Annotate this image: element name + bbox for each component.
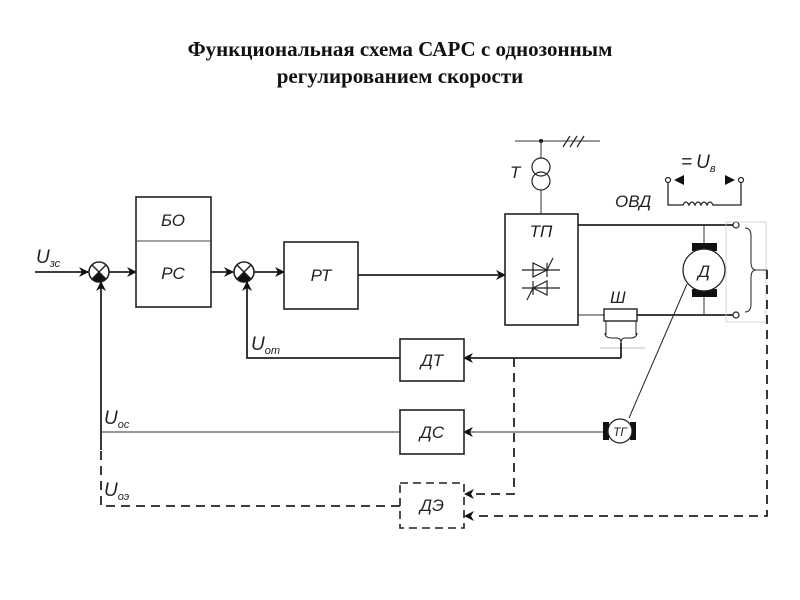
shunt-brace: [604, 332, 638, 344]
summing-junction-2: [233, 261, 255, 283]
dashed-line-voltage-to-de: [473, 270, 768, 517]
title-line-1: Функциональная схема САРС с однозонным: [187, 37, 613, 61]
diagram-title: Функциональная схема САРС с однозонным р…: [0, 36, 800, 90]
field-arrow-right: [725, 175, 735, 185]
transformer-icon: [531, 157, 551, 191]
terminal-top: [732, 221, 740, 229]
label-u-ot: Uот: [251, 334, 280, 357]
terminal-frame: [725, 221, 767, 323]
block-de: [399, 482, 465, 529]
block-rs-label: РС: [161, 264, 185, 283]
field-winding-icon: [667, 182, 742, 207]
block-tp-label: ТП: [530, 222, 553, 241]
thyristor-icon: [522, 257, 560, 301]
shunt-icon: [603, 308, 638, 322]
label-u-zs: Uзс: [36, 247, 61, 270]
tachogenerator-label: ТГ: [613, 425, 628, 439]
arrow-de-current: [464, 489, 474, 499]
arrow-de-voltage: [464, 511, 474, 521]
tachogenerator-icon: [607, 418, 633, 444]
title-line-2: регулированием скорости: [276, 64, 524, 88]
field-terminal-right: [737, 176, 745, 184]
block-dt: [399, 338, 465, 382]
label-u-v: =Uв: [681, 152, 716, 175]
block-dt-label: ДТ: [419, 351, 445, 370]
field-arrow-left: [674, 175, 684, 185]
shunt-label: Ш: [610, 288, 626, 307]
line-dt-to-sum2: [242, 281, 400, 359]
block-ds-label: ДС: [418, 423, 445, 442]
three-phase-marks: [562, 135, 585, 148]
motor-icon: [682, 248, 726, 292]
label-u-oe: Uоэ: [104, 480, 130, 503]
field-winding-label: ОВД: [615, 192, 651, 211]
block-bo-rs: [135, 196, 212, 308]
label-u-os: Uос: [104, 408, 130, 431]
dashed-line-de-to-left: [100, 450, 400, 507]
motor-label: Д: [696, 262, 710, 281]
motor-brush-top: [692, 243, 717, 251]
summing-junction-1: [88, 261, 110, 283]
transformer-label: Т: [510, 163, 522, 182]
dashed-line-current-to-de: [473, 358, 515, 495]
motor-shaft-coupling: [628, 283, 688, 419]
block-bo-label: БО: [161, 211, 185, 230]
block-rt-label: РТ: [311, 266, 333, 285]
terminal-bottom: [732, 311, 740, 319]
motor-brush-bottom: [692, 289, 717, 297]
tg-brush-left: [603, 422, 609, 440]
shunt-taps: [605, 321, 637, 335]
block-ds: [399, 409, 465, 455]
tg-brush-right: [630, 422, 636, 440]
voltage-brace: [744, 227, 757, 313]
block-de-label: ДЭ: [418, 496, 444, 515]
field-terminal-left: [664, 176, 672, 184]
